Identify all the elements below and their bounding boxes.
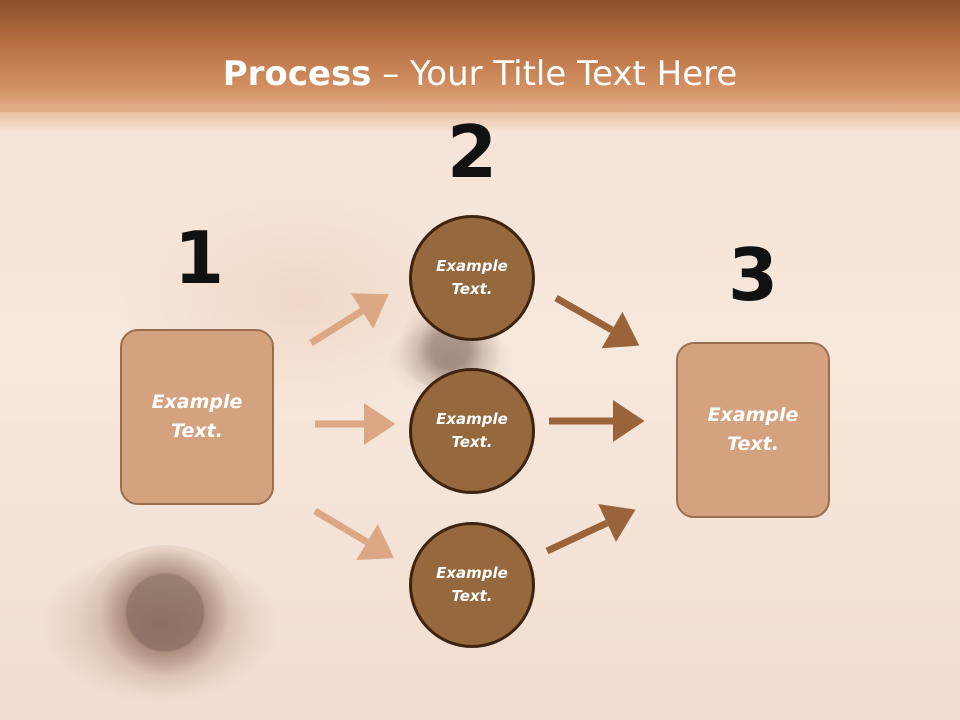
background-eye-left bbox=[80, 545, 250, 695]
circle-middle: Example Text. bbox=[409, 368, 535, 494]
circle-top: Example Text. bbox=[409, 215, 535, 341]
title-rest: – Your Title Text Here bbox=[371, 54, 738, 94]
circle-top-text: Example Text. bbox=[436, 257, 508, 298]
arrow-left-to-bottom bbox=[313, 507, 395, 561]
step-number-3: 3 bbox=[727, 233, 779, 317]
circle-middle-text: Example Text. bbox=[436, 410, 508, 451]
arrow-top-to-right bbox=[554, 294, 640, 349]
arrow-left-to-top bbox=[309, 293, 389, 346]
circle-bottom-text: Example Text. bbox=[436, 564, 508, 605]
step-number-2: 2 bbox=[446, 110, 498, 194]
right-text-box: Example Text. bbox=[676, 342, 830, 518]
slide-title: Process – Your Title Text Here bbox=[0, 52, 960, 96]
header-fade bbox=[0, 104, 960, 132]
arrow-bottom-to-right bbox=[545, 503, 636, 555]
left-box-text: Example Text. bbox=[151, 391, 243, 442]
right-box-text: Example Text. bbox=[707, 404, 799, 455]
header-band bbox=[0, 0, 960, 112]
step-number-1: 1 bbox=[173, 216, 225, 300]
left-text-box: Example Text. bbox=[120, 329, 274, 505]
circle-bottom: Example Text. bbox=[409, 522, 535, 648]
title-bold: Process bbox=[222, 54, 372, 94]
